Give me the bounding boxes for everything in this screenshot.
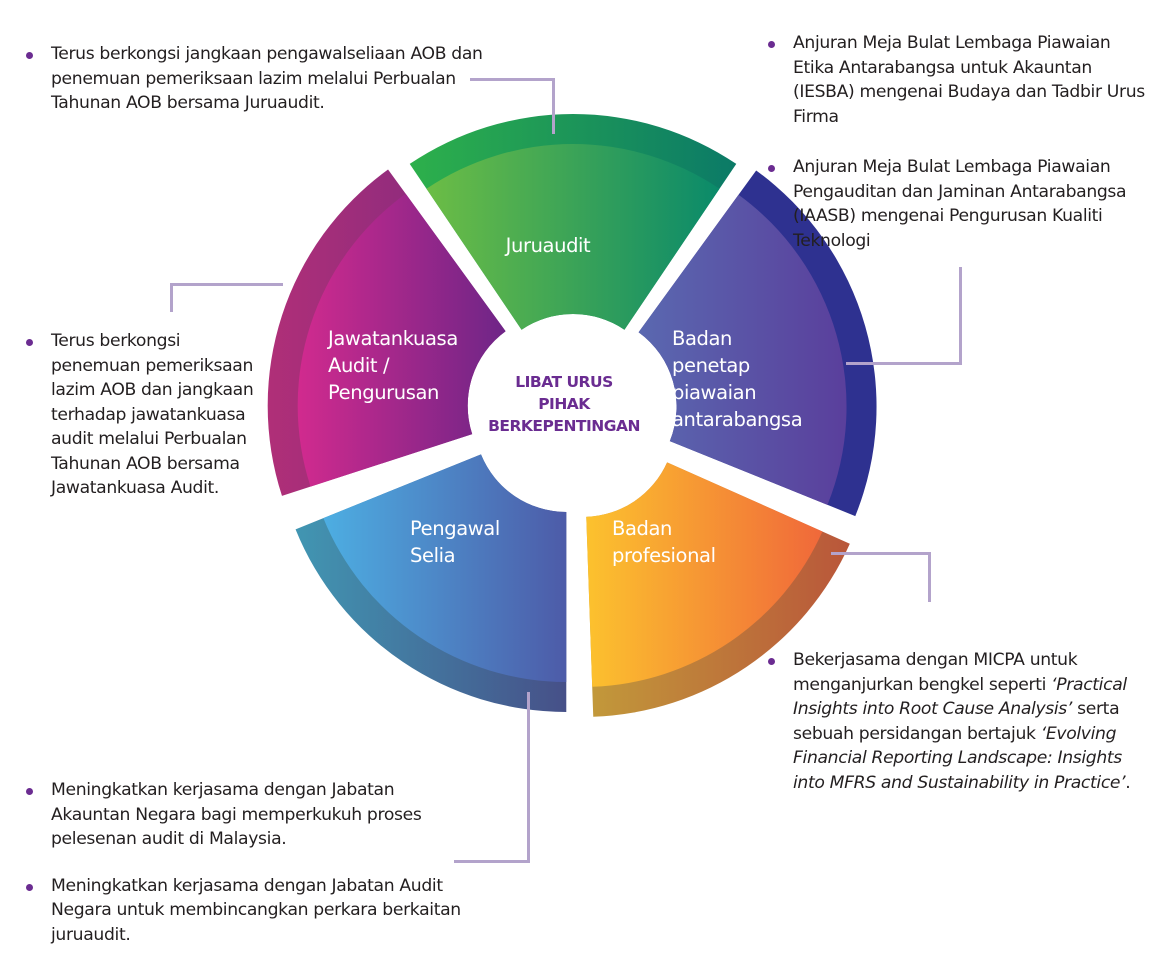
note-top-left: Terus berkongsi jangkaan pengawalseliaan… [24,42,494,138]
segment-juruaudit: Juruaudit [409,114,737,330]
segment-label: Badan [612,517,672,540]
note-bullet: Terus berkongsi jangkaan pengawalseliaan… [24,42,494,116]
connector-top-right [846,267,962,365]
connector-middle-left [170,283,283,312]
segment-body [297,193,506,487]
note-bottom-left: Meningkatkan kerjasama dengan Jabatan Ak… [24,778,464,969]
segment-label: Jawatankuasa [326,327,458,350]
note-text: Bekerjasama dengan MICPA untuk menganjur… [793,650,1078,695]
segment-label: profesional [612,544,716,567]
segment-label: Audit / [328,354,390,377]
connector-top-left [470,78,555,134]
conference-title: ‘Evolving Financial Reporting Landscape:… [793,723,1126,793]
note-bullet: Meningkatkan kerjasama dengan Jabatan Au… [24,874,464,948]
segment-label: Pengawal [410,517,500,540]
note-text: serta sebuah persidangan bertajuk [793,699,1120,744]
note-bullet: Bekerjasama dengan MICPA untuk menganjur… [766,648,1146,795]
segment-label: Pengurusan [328,381,439,404]
segment-label: Selia [410,544,455,567]
center-hub [477,322,653,498]
note-bullet: Meningkatkan kerjasama dengan Jabatan Ak… [24,778,464,852]
segment-body [638,194,847,505]
center-title-line: LIBAT URUS [515,373,613,391]
workshop-title: ‘Practical Insights into Root Cause Anal… [793,674,1127,720]
note-bullet: Anjuran Meja Bulat Lembaga Piawaian Etik… [766,31,1146,129]
segment-label: Juruaudit [504,234,591,257]
center-title-line: PIHAK [538,395,591,413]
note-bullet: Terus berkongsi penemuan pemeriksaan laz… [24,329,264,501]
note-text: . [1125,772,1131,793]
segment-label: antarabangsa [672,408,802,431]
segment-badan-penetap-piawaian: Badan penetap piawaian antarabangsa [638,170,877,517]
segment-body [323,454,567,682]
note-bullet: Anjuran Meja Bulat Lembaga Piawaian Peng… [766,155,1146,253]
note-bottom-right: Bekerjasama dengan MICPA untuk menganjur… [766,648,1146,817]
connector-bottom-right [831,552,931,602]
segment-label: Badan [672,327,732,350]
note-middle-left: Terus berkongsi penemuan pemeriksaan laz… [24,329,264,523]
segment-body [426,143,720,330]
segment-label: penetap [672,354,750,377]
center-title-line: BERKEPENTINGAN [488,417,640,435]
segment-label: piawaian [672,381,756,404]
note-top-right: Anjuran Meja Bulat Lembaga Piawaian Etik… [766,31,1146,275]
segment-body [586,462,823,687]
segment-badan-profesional: Badan profesional [586,462,850,717]
connector-bottom-left [454,692,530,863]
